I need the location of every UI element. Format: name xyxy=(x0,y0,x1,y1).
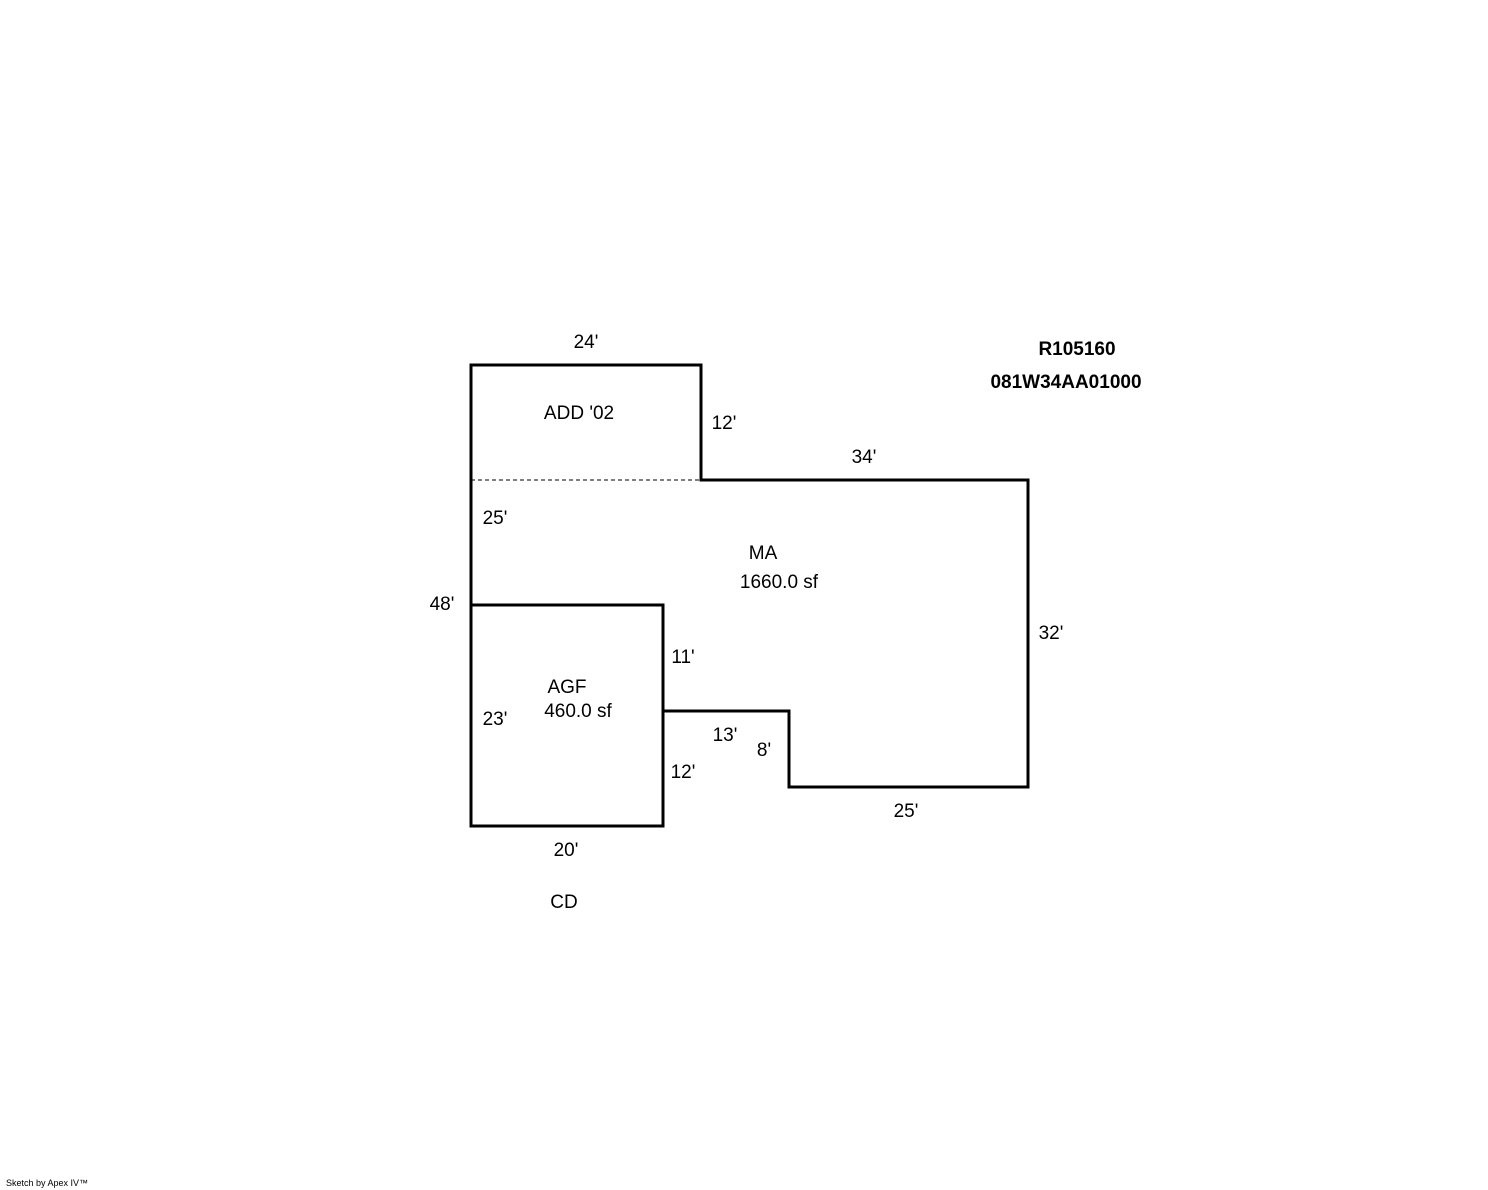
dim-garage-right-upper: 11' xyxy=(671,647,694,668)
dim-main-bottom: 25' xyxy=(894,801,919,822)
garage-area-size: 460.0 sf xyxy=(544,701,612,722)
dim-add-right: 12' xyxy=(712,413,737,434)
dim-garage-bottom: 20' xyxy=(554,840,579,861)
account-number: R105160 xyxy=(1038,339,1115,360)
deck-label: CD xyxy=(550,892,577,913)
dim-add-top: 24' xyxy=(574,332,599,353)
addition-label: ADD '02 xyxy=(544,403,614,424)
map-tax-lot: 081W34AA01000 xyxy=(990,372,1141,393)
dim-overall-left: 48' xyxy=(430,594,455,615)
dim-main-left-upper: 25' xyxy=(483,508,508,529)
dim-main-right: 32' xyxy=(1039,623,1064,644)
garage-label: AGF xyxy=(547,677,586,698)
garage-outline xyxy=(469,603,665,828)
main-area-size: 1660.0 sf xyxy=(740,572,819,593)
dim-garage-left: 23' xyxy=(483,709,508,730)
main-area-label: MA xyxy=(749,543,778,564)
building-outline xyxy=(469,363,1030,789)
dim-main-top: 34' xyxy=(852,447,877,468)
dim-notch-side: 8' xyxy=(757,740,771,761)
dim-notch-top: 13' xyxy=(713,725,738,746)
sketch-credit: Sketch by Apex IV™ xyxy=(6,1178,89,1188)
dim-garage-right-lower: 12' xyxy=(671,762,696,783)
